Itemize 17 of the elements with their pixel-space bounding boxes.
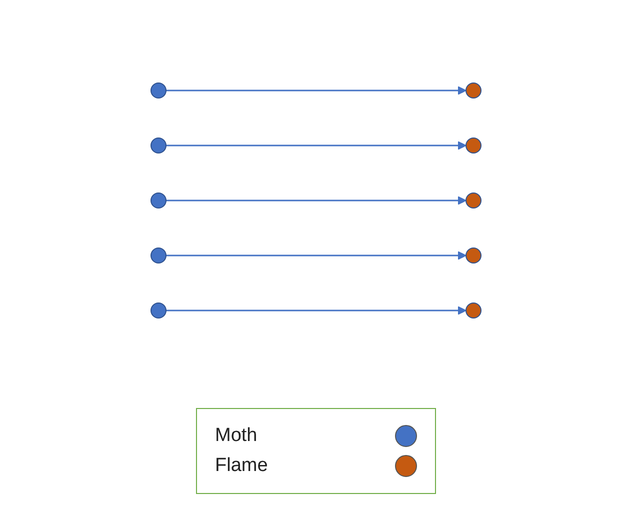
node-circle: [466, 302, 482, 318]
node-circle: [466, 192, 482, 208]
node-circle: [150, 247, 166, 263]
arrow: [166, 306, 466, 314]
arrow: [166, 250, 466, 260]
arrow: [166, 86, 466, 94]
node-circle: [150, 82, 166, 98]
legend-label: Moth: [215, 425, 258, 447]
node-circle: [466, 137, 482, 153]
legend-label: Flame: [215, 455, 268, 477]
node-circle: [466, 82, 482, 98]
arrow: [166, 140, 466, 150]
node-circle: [150, 137, 166, 153]
node-circle: [150, 302, 166, 318]
arrow: [166, 196, 466, 204]
node-circle: [466, 247, 482, 263]
node-circle: [150, 192, 166, 208]
